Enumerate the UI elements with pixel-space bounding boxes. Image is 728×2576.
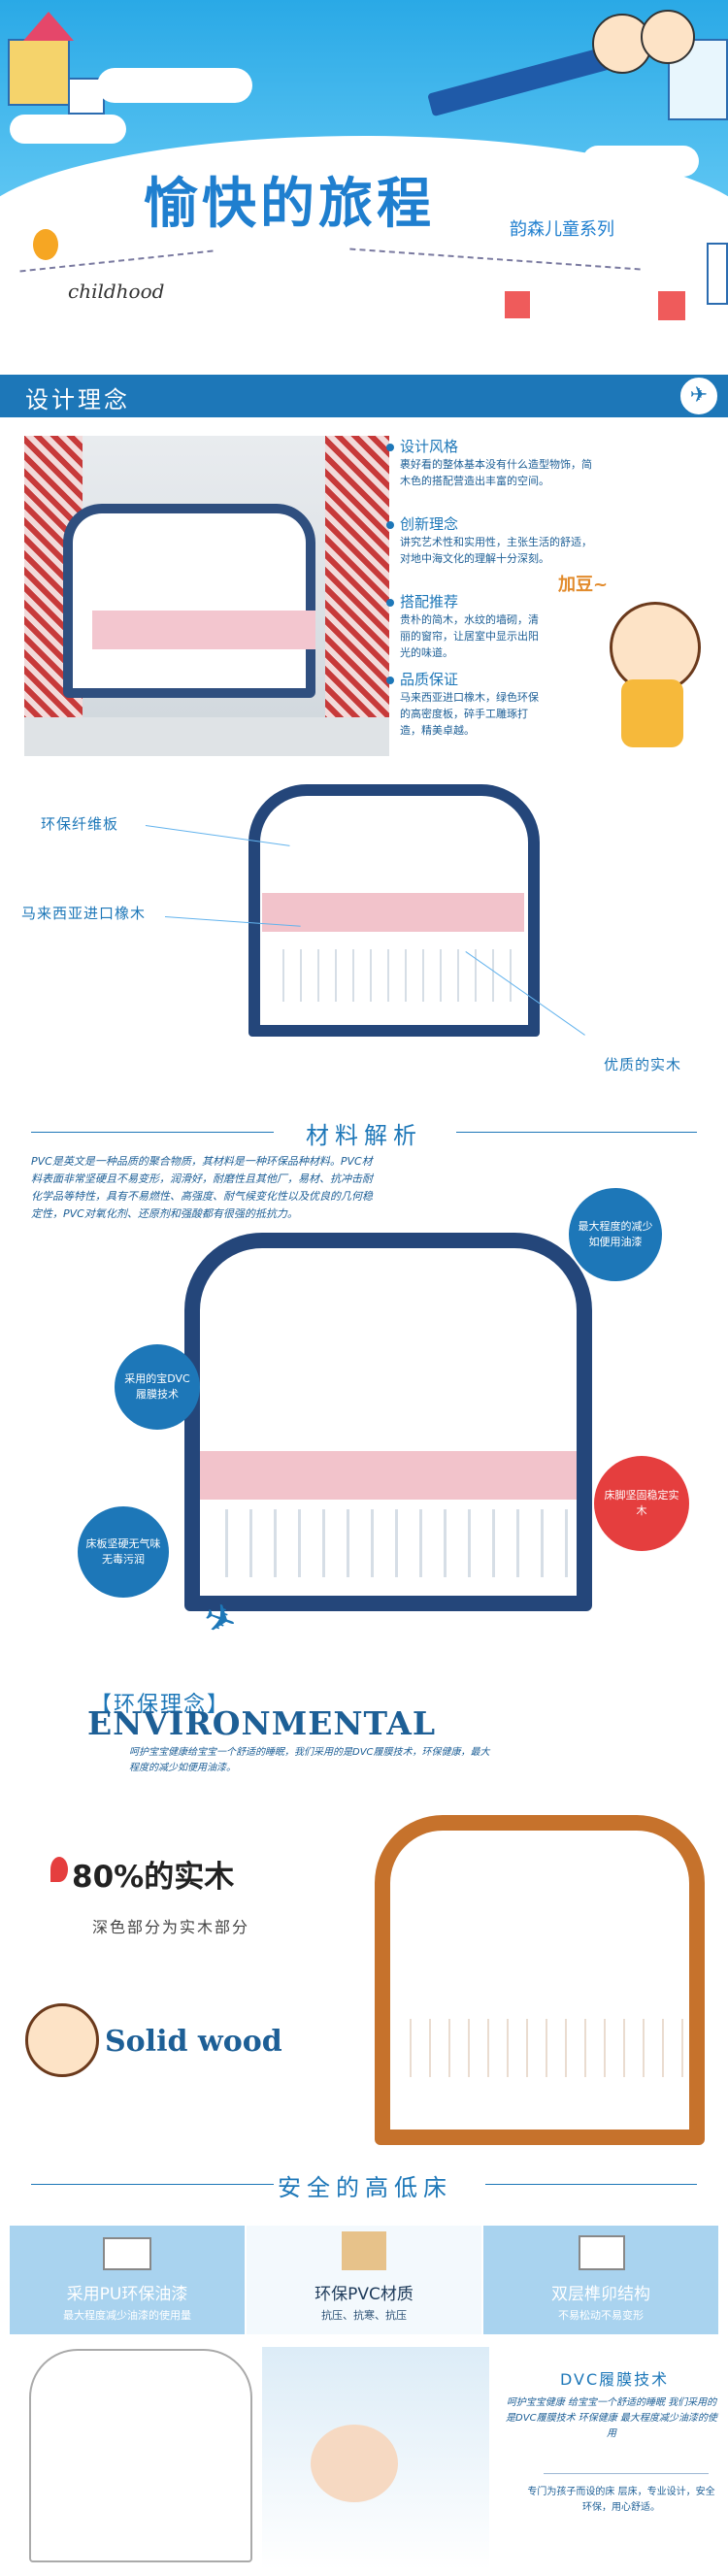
- section-bar-design: [0, 375, 728, 417]
- bullet-dot: [386, 599, 394, 607]
- bed-icon: [103, 2237, 151, 2270]
- bed-sketch: [29, 2349, 252, 2562]
- safety-small: 抗压、抗寒、抗压: [321, 2309, 407, 2322]
- safety-box-paint: 采用PU环保油漆 最大程度减少油漆的使用量: [10, 2226, 245, 2334]
- safety-box-pvc: 环保PVC材质 抗压、抗寒、抗压: [247, 2226, 481, 2334]
- wood-block-icon: [342, 2231, 386, 2270]
- bubble-top-right: 最大程度的减少 如便用油漆: [569, 1188, 662, 1281]
- section-title-design: 设计理念: [25, 386, 130, 413]
- safety-box-structure: 双层榫卯结构 不易松动不易变形: [483, 2226, 718, 2334]
- small-house-illustration: [658, 291, 685, 320]
- solid-headline: 80%的实木: [72, 1860, 235, 1895]
- bed-rail: [267, 949, 519, 1002]
- divider-line: [485, 2184, 697, 2185]
- cartoon-girl-body: [621, 679, 683, 747]
- environment-title-en: ENVIRONMENTAL: [87, 1704, 437, 1742]
- safety-small: 最大程度减少油漆的使用量: [63, 2309, 191, 2322]
- feature-text: 马来西亚进口橡木，绿色环保的高密度板，碎手工雕琢打造，精美卓越。: [400, 691, 539, 737]
- feature-text: 讲究艺术性和实用性，主张生活的舒适，对地中海文化的理解十分深刻。: [400, 536, 592, 565]
- hero-banner: 愉快的旅程 韵森儿童系列 childhood: [0, 0, 728, 359]
- divider-line: [31, 1132, 274, 1133]
- solid-english: Solid wood: [105, 2025, 282, 2059]
- kid-face-illustration: [641, 10, 695, 64]
- bubble-right-red: 床脚坚固稳定实木: [594, 1456, 689, 1551]
- callout-wood: 马来西亚进口橡木: [21, 905, 147, 922]
- divider-line: [544, 2473, 709, 2474]
- feature-title: 品质保证: [400, 671, 459, 688]
- cartoon-boy-face: [25, 2003, 99, 2077]
- feature-text: 裹好看的整体基本没有什么造型物饰，简木色的搭配营造出丰富的空间。: [400, 458, 592, 487]
- cloud: [10, 115, 126, 144]
- feature-text: 贵朴的简木，水纹的墙砌，清丽的窗帘，让居室中显示出阳光的味道。: [400, 613, 539, 659]
- safety-small: 不易松动不易变形: [558, 2309, 644, 2322]
- safety-label: 采用PU环保油漆: [66, 2285, 188, 2304]
- bed-rail: [204, 1509, 573, 1577]
- wooden-bunk-bed-image: [375, 1815, 705, 2145]
- section-title-material: 材料解析: [306, 1122, 422, 1149]
- baby-face: [311, 2425, 398, 2502]
- environment-title-cn: 【环保理念】: [90, 1693, 231, 1717]
- hero-subtitle: 韵森儿童系列: [510, 219, 614, 240]
- feature-title: 搭配推荐: [400, 593, 459, 611]
- floor: [24, 717, 389, 756]
- dvc-text-secondary: 专门为孩子而设的床 层床，专业设计，安全环保，用心舒适。: [527, 2487, 715, 2513]
- bullet-dot: [386, 444, 394, 451]
- bunk-bed-image: [63, 504, 315, 698]
- roof-illustration: [23, 12, 74, 41]
- solid-subtitle: 深色部分为实木部分: [92, 1918, 250, 1936]
- bullet-dot: [386, 677, 394, 684]
- hero-brand: childhood: [68, 280, 165, 303]
- bubble-left-upper: 采用的宝DVC履膜技术: [115, 1344, 200, 1430]
- airplane-icon: ✈: [678, 375, 720, 417]
- bed-mattress: [200, 1451, 577, 1500]
- callout-board: 环保纤维板: [41, 815, 119, 833]
- house-illustration: [8, 39, 70, 106]
- curtain-right: [325, 436, 389, 756]
- sleeping-baby-photo: [262, 2347, 489, 2570]
- feature-title: 创新理念: [400, 515, 459, 533]
- divider-line: [456, 1132, 697, 1133]
- bubble-left-lower: 床板坚硬无气味无毒污润: [78, 1506, 169, 1598]
- material-description: PVC是英文是一种品质的聚合物质，其材料是一种环保品种材料。PVC材料表面非常坚…: [31, 1155, 373, 1220]
- bed-rail: [392, 2019, 689, 2077]
- hero-title: 愉快的旅程: [144, 173, 435, 236]
- balloon-icon: [33, 229, 58, 260]
- feature-title: 设计风格: [400, 438, 459, 455]
- divider-line: [31, 2184, 274, 2185]
- safety-label: 双层榫卯结构: [551, 2285, 650, 2304]
- small-house-illustration: [505, 291, 530, 318]
- environment-text: 呵护宝宝健康给宝宝一个舒适的睡眠，我们采用的是DVC履膜技术，环保健康，最大程度…: [129, 1747, 490, 1773]
- dvc-text: 呵护宝宝健康 给宝宝一个舒适的睡眠 我们采用的是DVC履膜技术 环保健康 最大程…: [506, 2397, 717, 2439]
- cloud: [582, 146, 699, 177]
- red-drop-icon: [50, 1857, 68, 1882]
- callout-solid: 优质的实木: [604, 1056, 682, 1073]
- bed-mattress: [92, 611, 315, 649]
- bed-mattress: [262, 893, 524, 932]
- joint-icon: [579, 2235, 625, 2270]
- tower-illustration: [707, 243, 728, 305]
- safety-label: 环保PVC材质: [314, 2285, 414, 2304]
- cartoon-text: 加豆~: [558, 575, 609, 595]
- dvc-title: DVC履膜技术: [560, 2370, 670, 2389]
- house-illustration: [668, 39, 728, 120]
- bullet-dot: [386, 521, 394, 529]
- bedroom-photo: [24, 436, 389, 756]
- cloud: [97, 68, 252, 103]
- section-title-safety: 安全的高低床: [278, 2174, 452, 2201]
